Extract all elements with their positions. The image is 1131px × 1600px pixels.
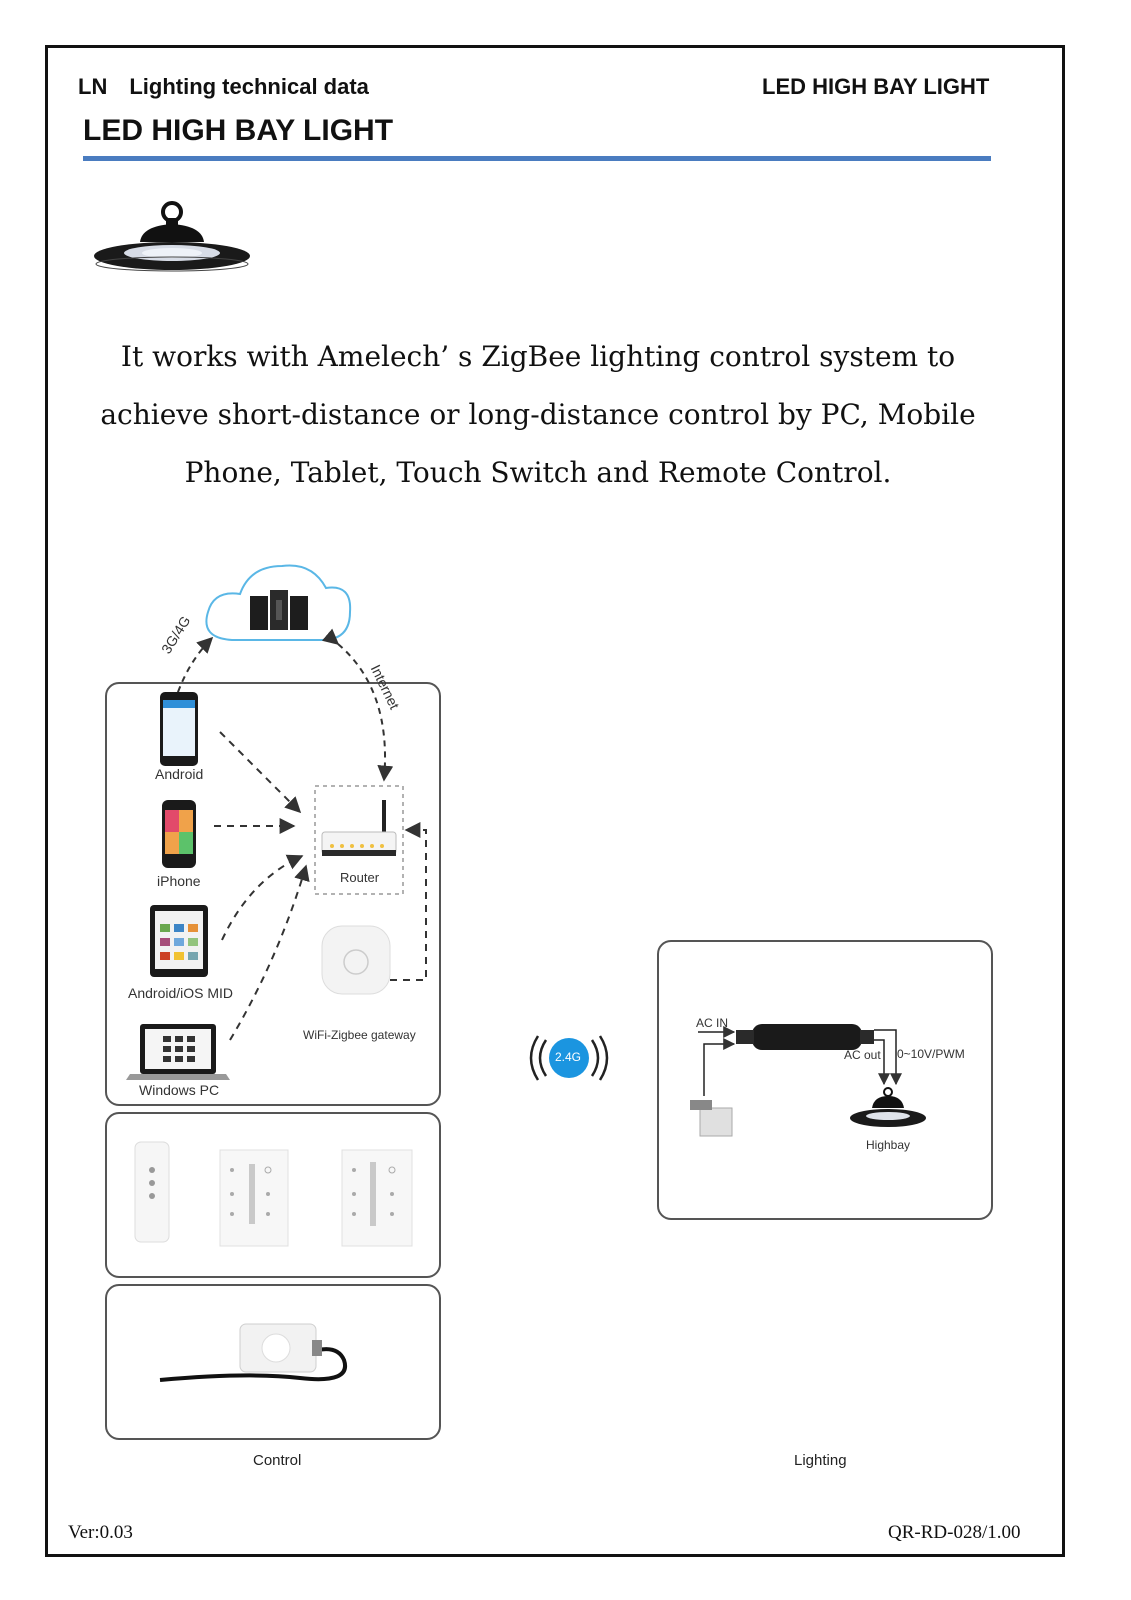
intro-paragraph: It works with Amelech’ s ZigBee lighting… [100, 340, 976, 489]
highbay-label: Highbay [866, 1138, 911, 1152]
version-label: Ver:0.03 [68, 1522, 133, 1543]
ac-out-label: AC out [844, 1048, 881, 1062]
pc-label: Windows PC [139, 1082, 220, 1098]
android-label: Android [155, 766, 204, 782]
sensor-panel [105, 1284, 441, 1440]
header-left: LN Lighting technical data [78, 74, 369, 100]
doc-type-label: Lighting technical data [129, 74, 369, 99]
lighting-caption: Lighting [794, 1452, 847, 1469]
header-product-name: LED HIGH BAY LIGHT [762, 74, 990, 99]
control-caption: Control [253, 1452, 302, 1469]
router-label: Router [340, 870, 380, 885]
gateway-label: WiFi-Zigbee gateway [303, 1028, 416, 1042]
lighting-panel [657, 940, 993, 1220]
page-title: LED HIGH BAY LIGHT [83, 114, 394, 147]
page-frame [45, 45, 1065, 1557]
brand-label: LN [78, 74, 108, 99]
wireless-badge-label: 2.4G [555, 1050, 582, 1064]
title-underline [83, 156, 991, 161]
tablet-label: Android/iOS MID [128, 985, 234, 1001]
iphone-label: iPhone [157, 873, 201, 889]
app-control-panel [105, 682, 441, 1106]
ac-in-label: AC IN [696, 1016, 729, 1030]
dim-signal-label: 0~10V/PWM [897, 1047, 965, 1061]
high-bay-light-image [94, 201, 250, 272]
remote-switch-panel [105, 1112, 441, 1278]
doc-code-label: QR-RD-028/1.00 [888, 1522, 1021, 1543]
